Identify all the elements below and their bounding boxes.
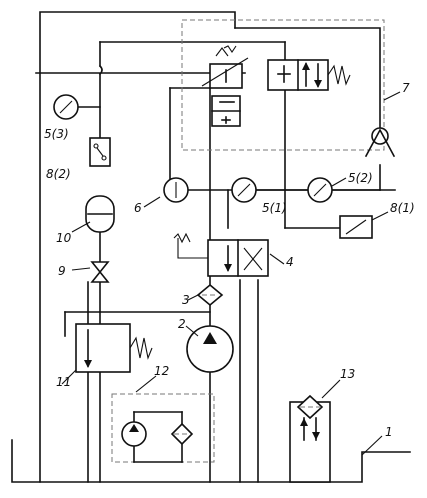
- filter-3: 3: [182, 283, 224, 307]
- gauge-6: 6: [134, 177, 189, 215]
- tank: 1: [11, 425, 411, 483]
- filter-3-label: 3: [182, 293, 190, 307]
- pump: 2: [178, 317, 234, 373]
- check-valve: [364, 127, 396, 158]
- pressure-switch-8-1: 8(1): [284, 201, 415, 239]
- pump-label: 2: [178, 317, 186, 331]
- aux-unit-label: 12: [154, 364, 169, 378]
- logic-valve: [211, 95, 241, 127]
- gauge-5-3: 5(3): [44, 94, 101, 141]
- shutoff-valve-label: 9: [58, 264, 66, 278]
- relief-valve: 11: [56, 323, 153, 389]
- accumulator: 10: [56, 195, 115, 245]
- tank-label: 1: [385, 425, 393, 439]
- gauge-6-label: 6: [134, 201, 142, 215]
- directional-valve-7: [267, 59, 351, 91]
- gauge-5-2-label: 5(2): [348, 171, 373, 185]
- gauge-5-2: 5(2): [307, 171, 373, 203]
- relief-valve-label: 11: [56, 375, 71, 389]
- breather-filter-label: 13: [340, 367, 355, 381]
- pressure-switch-8-2-label: 8(2): [46, 167, 71, 181]
- control-unit-7: 7: [181, 19, 410, 151]
- directional-valve-4-label: 4: [286, 255, 294, 269]
- aux-unit-12: 12: [111, 364, 215, 463]
- gauge-5-3-label: 5(3): [44, 127, 69, 141]
- pressure-switch-8-1-label: 8(1): [390, 201, 415, 215]
- control-unit-7-label: 7: [402, 81, 410, 95]
- main-pipelines: [35, 11, 396, 483]
- directional-valve-4: 4: [173, 232, 294, 277]
- gauge-5-1-label: 5(1): [262, 201, 287, 215]
- breather-filter-13: 13: [289, 367, 355, 483]
- accumulator-label: 10: [56, 231, 72, 245]
- pressure-switch-8-2: 8(2): [46, 137, 111, 181]
- gauge-5-1: 5(1): [231, 177, 287, 215]
- throttle-valve: [201, 45, 249, 89]
- shutoff-valve: 9: [58, 261, 110, 283]
